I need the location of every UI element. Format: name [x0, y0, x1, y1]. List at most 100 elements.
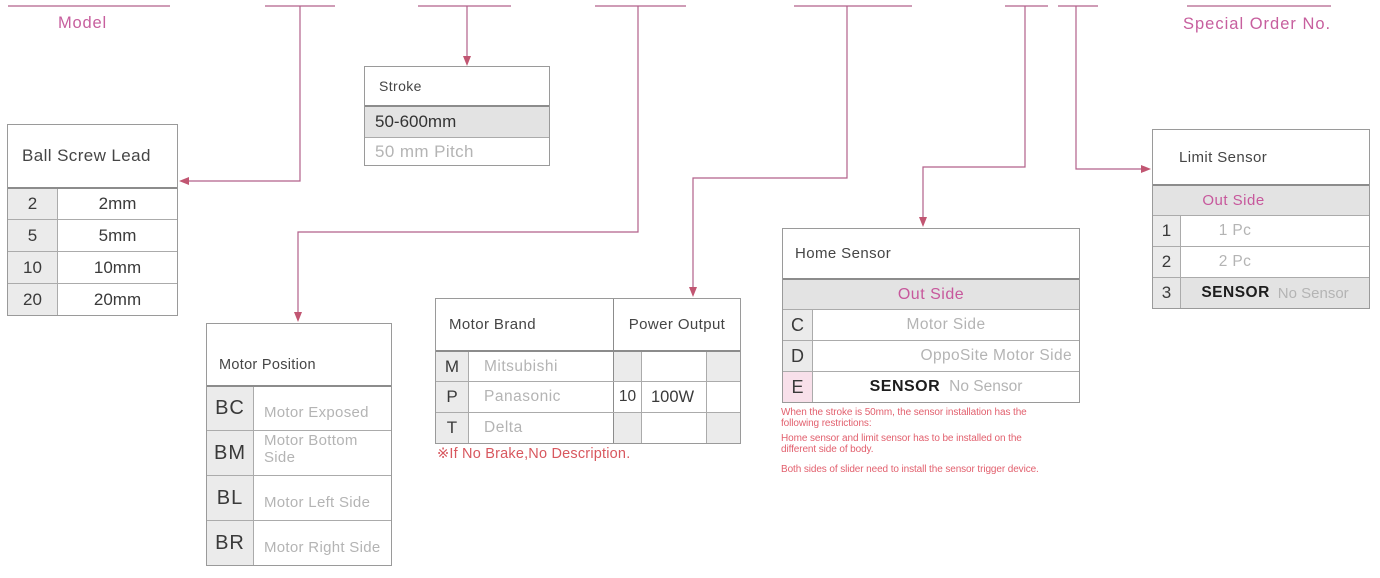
table-row: BM Motor Bottom Side: [207, 430, 391, 475]
code-cell: D: [783, 341, 813, 371]
table-row: 10 10mm: [8, 251, 177, 283]
code-cell: P: [436, 382, 469, 412]
model-label: Model: [58, 14, 107, 32]
code-cell: T: [436, 413, 469, 443]
arrow-down-motor-position-icon: [294, 312, 302, 322]
table-row: 50-600mm: [365, 105, 549, 137]
code-cell: E: [783, 372, 813, 402]
code-cell: M: [436, 352, 469, 381]
connector-home-sensor: [922, 5, 1048, 219]
motor-position-table: Motor Position BC Motor Exposed BM Motor…: [206, 323, 392, 566]
home-sensor-table: Home Sensor Out Side C Motor Side D Oppo…: [782, 228, 1080, 403]
home-sensor-title: Home Sensor: [795, 245, 892, 262]
motor-brand-title: Motor Brand: [436, 299, 614, 350]
stroke-table: Stroke 50-600mm 50 mm Pitch: [364, 66, 550, 166]
table-row: D OppoSite Motor Side: [783, 340, 1079, 371]
power-value-cell: [642, 352, 707, 381]
no-sensor-label: No Sensor: [1277, 284, 1349, 302]
value-cell: Motor Bottom Side: [264, 432, 358, 466]
table-row: P Panasonic 10 100W: [436, 381, 740, 412]
home-sensor-notes: When the stroke is 50mm, the sensor inst…: [781, 407, 1071, 480]
outside-label: Out Side: [783, 280, 1079, 309]
code-cell: 10: [8, 252, 58, 283]
value-cell: SENSOR No Sensor: [813, 372, 1079, 402]
value-cell: 5mm: [98, 225, 137, 245]
note-line: When the stroke is 50mm, the sensor inst…: [781, 407, 1027, 429]
value-cell: 2mm: [98, 194, 137, 213]
power-extra-cell: [707, 352, 740, 381]
power-code-cell: [614, 413, 642, 443]
table-row: M Mitsubishi: [436, 350, 740, 381]
no-sensor-label: No Sensor: [949, 378, 1023, 395]
power-code-cell: 10: [614, 382, 642, 412]
table-row: BL Motor Left Side: [207, 475, 391, 520]
arrow-down-stroke-icon: [463, 56, 471, 66]
outside-row: Out Side: [1153, 184, 1369, 215]
value-cell: 20mm: [93, 289, 142, 309]
stroke-pitch-cell: 50 mm Pitch: [375, 141, 474, 161]
motor-brand-table: Motor Brand Power Output M Mitsubishi P …: [435, 298, 741, 444]
value-cell: Motor Exposed: [264, 404, 369, 421]
table-row: E SENSOR No Sensor: [783, 371, 1079, 402]
value-cell: Motor Side: [906, 316, 986, 333]
ball-screw-lead-table: Ball Screw Lead 2 2mm 5 5mm 10 10mm 20 2…: [7, 124, 178, 316]
code-cell: 1: [1153, 216, 1181, 246]
limit-sensor-table: Limit Sensor Out Side 1 1 Pc 2 2 Pc 3 SE…: [1152, 129, 1370, 309]
value-cell: Motor Right Side: [264, 539, 381, 556]
table-row: 50 mm Pitch: [365, 137, 549, 165]
table-row: 3 SENSOR No Sensor: [1153, 277, 1369, 308]
table-row: C Motor Side: [783, 309, 1079, 340]
power-value-cell: [642, 413, 707, 443]
code-cell: BR: [207, 521, 254, 565]
value-cell: 2 Pc: [1218, 253, 1252, 270]
code-cell: 20: [8, 284, 58, 315]
code-cell: BM: [207, 431, 254, 475]
code-cell: 5: [8, 220, 58, 251]
motor-position-title: Motor Position: [219, 357, 316, 373]
value-cell: OppoSite Motor Side: [920, 347, 1072, 364]
code-cell: 2: [1153, 247, 1181, 277]
table-row: BR Motor Right Side: [207, 520, 391, 565]
code-cell: C: [783, 310, 813, 340]
ball-screw-lead-title: Ball Screw Lead: [22, 146, 151, 165]
special-order-label: Special Order No.: [1183, 15, 1332, 33]
arrow-down-home-sensor-icon: [919, 217, 927, 227]
arrow-right-limit-sensor-icon: [1141, 165, 1151, 173]
limit-sensor-title: Limit Sensor: [1179, 148, 1268, 166]
value-cell: 1 Pc: [1218, 222, 1252, 239]
table-header-row: Motor Brand Power Output: [436, 299, 740, 350]
arrow-down-motor-brand-icon: [689, 287, 697, 297]
code-cell: 2: [8, 189, 58, 219]
table-row: 20 20mm: [8, 283, 177, 315]
outside-label: Out Side: [1153, 186, 1369, 215]
code-cell: 3: [1153, 278, 1181, 308]
stroke-title: Stroke: [379, 78, 422, 94]
table-row: 2 2 Pc: [1153, 246, 1369, 277]
brand-cell: Mitsubishi: [469, 352, 614, 381]
table-row: T Delta: [436, 412, 740, 443]
value-cell: Motor Left Side: [264, 494, 371, 511]
sensor-label: SENSOR: [869, 378, 941, 395]
code-cell: BC: [207, 387, 254, 430]
note-line: Home sensor and limit sensor has to be i…: [781, 433, 1022, 455]
note-line: Both sides of slider need to install the…: [781, 464, 1039, 475]
power-value-cell: 100W: [642, 382, 707, 412]
arrow-left-ball-screw-icon: [179, 177, 189, 185]
value-cell: SENSOR No Sensor: [1181, 278, 1369, 308]
sensor-label: SENSOR: [1201, 284, 1270, 301]
table-row: 1 1 Pc: [1153, 215, 1369, 246]
table-row: BC Motor Exposed: [207, 385, 391, 430]
connector-stroke: [418, 5, 511, 58]
stroke-range-cell: 50-600mm: [365, 107, 549, 137]
power-extra-cell: [707, 382, 740, 412]
brand-cell: Panasonic: [469, 382, 614, 412]
value-cell: 10mm: [93, 257, 142, 277]
brand-cell: Delta: [469, 413, 614, 443]
table-row: 2 2mm: [8, 187, 177, 219]
connector-limit-sensor: [1058, 5, 1144, 170]
power-output-title: Power Output: [628, 316, 726, 333]
power-code-cell: [614, 352, 642, 381]
power-extra-cell: [707, 413, 740, 443]
table-row: 5 5mm: [8, 219, 177, 251]
